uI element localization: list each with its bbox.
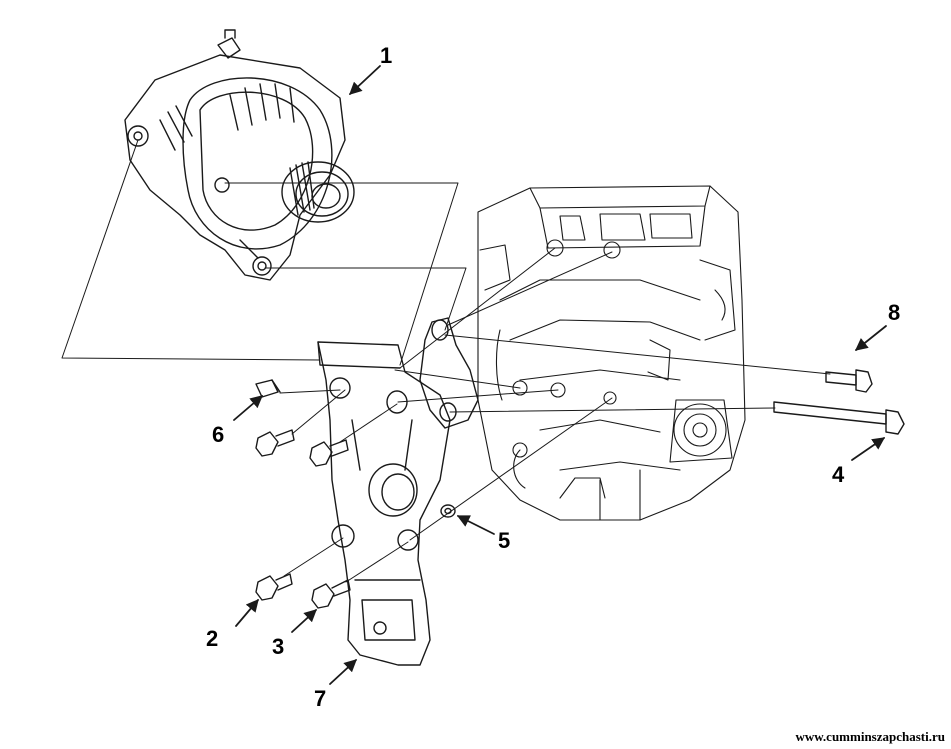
bolt-upper-left xyxy=(255,429,295,457)
arrow-8 xyxy=(855,325,887,351)
arrow-1 xyxy=(349,65,381,95)
bolt-upper-middle xyxy=(309,439,349,467)
engine-block xyxy=(477,185,746,521)
plug-5 xyxy=(440,504,456,518)
arrow-6 xyxy=(233,395,263,421)
arrow-3 xyxy=(291,609,317,633)
bolt-4 xyxy=(773,401,905,435)
mounting-bracket xyxy=(317,317,479,666)
bolt-8 xyxy=(825,369,873,393)
arrow-7 xyxy=(329,659,357,685)
arrow-4 xyxy=(851,437,886,461)
callout-8: 8 xyxy=(888,300,901,325)
callout-arrows xyxy=(233,65,887,685)
arrow-2 xyxy=(235,599,259,627)
callout-2: 2 xyxy=(206,626,219,651)
callout-1: 1 xyxy=(380,43,393,68)
callout-5: 5 xyxy=(498,528,511,553)
arrow-5 xyxy=(456,515,495,535)
callout-3: 3 xyxy=(272,634,285,659)
stud-6 xyxy=(255,379,281,398)
watermark-url: www.cumminszapchasti.ru xyxy=(795,729,945,744)
bolt-2 xyxy=(255,573,293,601)
callout-4: 4 xyxy=(832,462,845,487)
callout-7: 7 xyxy=(314,686,327,711)
assembly-leader-lines xyxy=(61,139,831,583)
alternator xyxy=(124,29,355,281)
bolt-3 xyxy=(311,579,351,609)
callout-6: 6 xyxy=(212,422,225,447)
